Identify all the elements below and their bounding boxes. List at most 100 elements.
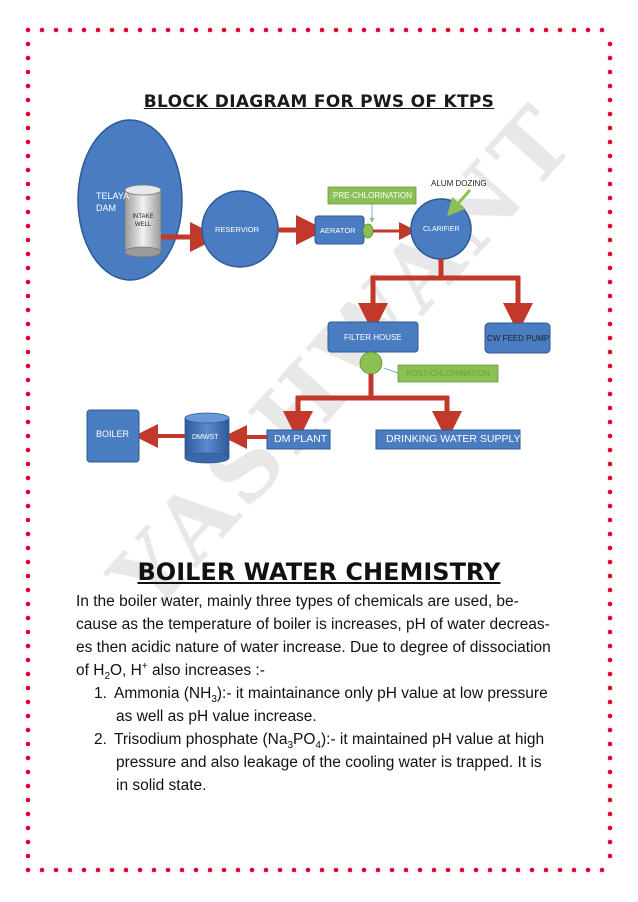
border-dot bbox=[25, 377, 31, 383]
border-dot bbox=[25, 41, 31, 47]
border-dot bbox=[607, 587, 613, 593]
border-dot bbox=[607, 97, 613, 103]
border-dot bbox=[607, 727, 613, 733]
list-item-continuation: pressure and also leakage of the cooling… bbox=[116, 754, 542, 771]
border-dot bbox=[25, 531, 31, 537]
border-dot bbox=[235, 27, 241, 33]
border-dot bbox=[607, 111, 613, 117]
border-dot bbox=[25, 139, 31, 145]
chemical-list: 1.Ammonia (NH3):- it maintainance only p… bbox=[76, 682, 576, 797]
cw-feed-pump-node bbox=[484, 322, 551, 354]
border-dot bbox=[235, 867, 241, 873]
border-dot bbox=[25, 489, 31, 495]
border-dot bbox=[529, 867, 535, 873]
section-title: Boiler Water Chemistry bbox=[137, 558, 501, 586]
border-dot bbox=[607, 237, 613, 243]
post-valve-icon bbox=[359, 351, 383, 375]
border-dot bbox=[607, 405, 613, 411]
border-dot bbox=[25, 517, 31, 523]
border-dot bbox=[501, 27, 507, 33]
border-dot bbox=[95, 27, 101, 33]
border-dot bbox=[25, 615, 31, 621]
border-dot bbox=[25, 741, 31, 747]
drinking-water-supply-label: DRINKING WATER SUPPLY bbox=[386, 433, 521, 445]
border-dot bbox=[207, 867, 213, 873]
border-dot bbox=[607, 629, 613, 635]
list-item-continuation: as well as pH value increase. bbox=[116, 708, 317, 725]
diagram-title: Block Diagram for PWS of KTPS bbox=[143, 92, 495, 112]
border-dot bbox=[25, 433, 31, 439]
valve-icon bbox=[362, 223, 374, 239]
border-dot bbox=[25, 293, 31, 299]
border-dot bbox=[473, 867, 479, 873]
border-dot bbox=[81, 867, 87, 873]
border-dot bbox=[165, 27, 171, 33]
border-dot bbox=[403, 867, 409, 873]
border-dot bbox=[501, 867, 507, 873]
border-dot bbox=[607, 433, 613, 439]
border-dot bbox=[95, 867, 101, 873]
border-dot bbox=[607, 363, 613, 369]
border-dot bbox=[543, 867, 549, 873]
border-dot bbox=[263, 27, 269, 33]
intake-well-node bbox=[124, 184, 162, 258]
border-dot bbox=[25, 363, 31, 369]
body-text: In the boiler water, mainly three types … bbox=[76, 590, 576, 797]
border-dot bbox=[25, 307, 31, 313]
border-dot bbox=[375, 27, 381, 33]
border-dot bbox=[571, 27, 577, 33]
intake-well-label: INTAKE WELL bbox=[132, 214, 154, 228]
border-dot bbox=[607, 741, 613, 747]
list-item: 1.Ammonia (NH3):- it maintainance only p… bbox=[94, 685, 548, 706]
border-dot bbox=[607, 265, 613, 271]
border-dot bbox=[431, 867, 437, 873]
border-dot bbox=[607, 685, 613, 691]
border-dot bbox=[25, 755, 31, 761]
border-dot bbox=[25, 251, 31, 257]
border-dot bbox=[557, 27, 563, 33]
telaya-dam-label: TELAYA DAM bbox=[96, 191, 130, 213]
clarifier-label: CLARIFIER bbox=[423, 226, 460, 233]
border-dot bbox=[607, 853, 613, 859]
border-dot bbox=[25, 811, 31, 817]
intro-line: es then acidic nature of water increase.… bbox=[76, 639, 551, 656]
border-dot bbox=[375, 867, 381, 873]
border-dot bbox=[607, 181, 613, 187]
border-dot bbox=[607, 321, 613, 327]
cw-feed-pump-label: CW FEED PUMP bbox=[487, 334, 550, 343]
border-dot bbox=[53, 27, 59, 33]
border-dot bbox=[607, 419, 613, 425]
border-dot bbox=[361, 27, 367, 33]
border-dot bbox=[607, 209, 613, 215]
border-dot bbox=[607, 825, 613, 831]
border-dot bbox=[389, 867, 395, 873]
border-dot bbox=[403, 27, 409, 33]
border-dot bbox=[459, 27, 465, 33]
border-dot bbox=[319, 27, 325, 33]
border-dot bbox=[585, 27, 591, 33]
dm-plant-node bbox=[266, 429, 331, 450]
border-dot bbox=[67, 27, 73, 33]
border-dot bbox=[25, 853, 31, 859]
border-dot bbox=[25, 699, 31, 705]
reservior-label: RESERVIOR bbox=[215, 225, 260, 234]
border-dot bbox=[25, 349, 31, 355]
border-dot bbox=[607, 545, 613, 551]
border-dot bbox=[25, 405, 31, 411]
border-dot bbox=[25, 265, 31, 271]
border-dot bbox=[607, 615, 613, 621]
border-dot bbox=[151, 27, 157, 33]
border-dot bbox=[607, 503, 613, 509]
border-dot bbox=[137, 27, 143, 33]
border-dot bbox=[445, 867, 451, 873]
border-dot bbox=[193, 27, 199, 33]
border-dot bbox=[207, 27, 213, 33]
border-dot bbox=[529, 27, 535, 33]
border-dot bbox=[291, 27, 297, 33]
border-dot bbox=[25, 825, 31, 831]
border-dot bbox=[25, 685, 31, 691]
border-dot bbox=[25, 545, 31, 551]
border-dot bbox=[25, 55, 31, 61]
border-dot bbox=[25, 839, 31, 845]
